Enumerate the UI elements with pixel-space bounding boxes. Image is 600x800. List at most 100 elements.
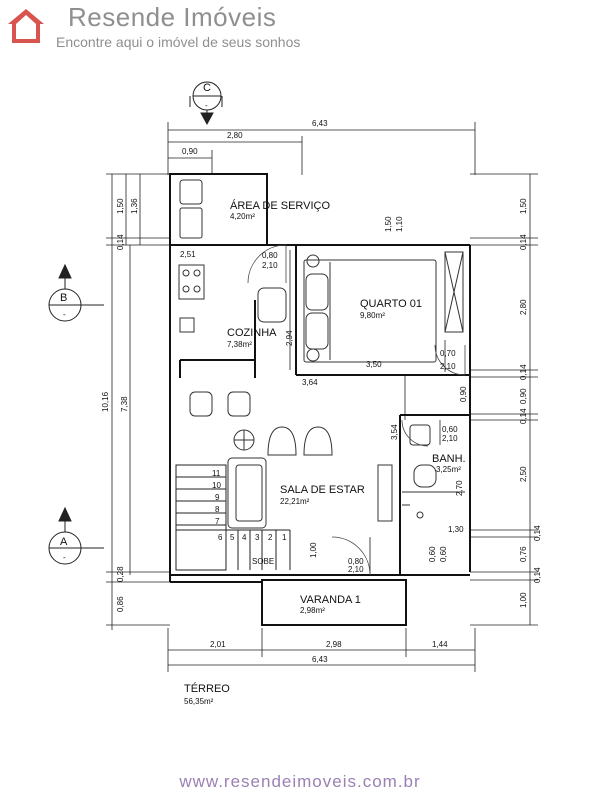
dim-wall-364: 3,64 [302, 378, 318, 387]
section-b-letter: B [60, 292, 67, 304]
stair-step-7: 7 [215, 517, 220, 526]
dim-left-014: 0,14 [116, 234, 125, 250]
dim-right-014d: 0,14 [533, 525, 542, 541]
dim-bottom-total: 6,43 [312, 655, 328, 664]
dim-left-150: 1,50 [116, 198, 125, 214]
dim-sala-100: 1,00 [309, 542, 318, 558]
stair-step-9: 9 [215, 493, 220, 502]
stair-step-8: 8 [215, 505, 220, 514]
dim-top-280: 2,80 [227, 131, 243, 140]
stair-step-5: 5 [230, 533, 235, 542]
stair-direction-label: SOBE [252, 557, 274, 566]
room-cozinha-area: 7,38m² [227, 340, 252, 349]
dim-door-210b: 2,10 [440, 362, 456, 371]
room-banheiro-area: 3,25m² [436, 465, 461, 474]
dim-bath-060a: 0,60 [428, 546, 437, 562]
dim-bottom-201: 2,01 [210, 640, 226, 649]
dim-right-280: 2,80 [519, 299, 528, 315]
dim-door-080: 0,80 [262, 251, 278, 260]
section-b-dash: - [63, 310, 66, 319]
bar-stool-icon [189, 391, 213, 417]
room-quarto-name: QUARTO 01 [360, 298, 422, 310]
dim-right-014a: 0,14 [519, 234, 528, 250]
room-sala-name: SALA DE ESTAR [280, 484, 365, 496]
dim-window-110: 1,10 [395, 216, 404, 232]
stove-icon [178, 264, 205, 300]
stair-step-4: 4 [242, 533, 247, 542]
floor-area: 56,35m² [184, 697, 214, 706]
website-url[interactable]: www.resendeimoveis.com.br [179, 772, 421, 791]
stair-step-11: 11 [212, 469, 221, 478]
dim-wall-294: 2,94 [285, 330, 294, 346]
tv-stand-icon [377, 464, 393, 522]
dim-door-210d: 2,10 [348, 565, 364, 574]
section-marker-a [48, 506, 104, 565]
dim-window-150: 1,50 [384, 216, 393, 232]
bathroom-sink-icon [409, 424, 431, 446]
house-logo-icon [8, 9, 44, 43]
room-cozinha-name: COZINHA [227, 327, 277, 339]
dim-wall-350: 3,50 [366, 360, 382, 369]
section-a-letter: A [60, 536, 68, 548]
room-varanda-name: VARANDA 1 [300, 594, 361, 606]
dim-right-150: 1,50 [519, 198, 528, 214]
room-servico-name: ÁREA DE SERVIÇO [230, 199, 330, 212]
dim-right-014e: 0,14 [533, 567, 542, 583]
section-marker-b [48, 263, 104, 322]
dimension-lines [106, 122, 538, 672]
dim-door-070: 0,70 [440, 349, 456, 358]
laundry-sink-icon [179, 179, 203, 205]
dim-right-014b: 0,14 [519, 364, 528, 380]
dim-wall-354: 3,54 [390, 424, 399, 440]
room-servico-area: 4,20m² [230, 212, 255, 221]
walls [169, 173, 471, 626]
door-swings [247, 244, 466, 576]
section-marker-c [189, 81, 223, 126]
furniture [178, 179, 465, 529]
dim-left-086: 0,86 [116, 596, 125, 612]
bed-icon [303, 259, 437, 363]
dim-wall-130: 1,30 [448, 525, 464, 534]
stair-step-1: 1 [282, 533, 287, 542]
stair-step-6: 6 [218, 533, 223, 542]
room-sala-area: 22,21m² [280, 497, 310, 506]
dim-top-090: 0,90 [182, 147, 198, 156]
dim-door-080b: 0,80 [348, 557, 364, 566]
staircase [175, 464, 291, 571]
dim-right-090: 0,90 [519, 388, 528, 404]
toilet-icon [413, 464, 437, 488]
room-varanda-area: 2,98m² [300, 606, 325, 615]
stair-step-10: 10 [212, 481, 221, 490]
section-c-dash: - [205, 101, 208, 110]
armchair-icon [267, 426, 297, 456]
dim-right-100: 1,00 [519, 592, 528, 608]
washing-machine-icon [179, 207, 203, 239]
dim-bottom-298: 2,98 [326, 640, 342, 649]
dim-left-028: 0,28 [116, 566, 125, 582]
dim-door-060: 0,60 [442, 425, 458, 434]
bar-stool-icon-2 [227, 391, 251, 417]
dim-kitchen-251: 2,51 [180, 250, 196, 259]
logo-tagline: Encontre aqui o imóvel de seus sonhos [56, 34, 301, 50]
dim-left-1016: 10,16 [101, 391, 110, 412]
logo-brand-name: Resende Imóveis [68, 2, 277, 32]
dim-bottom-144: 1,44 [432, 640, 448, 649]
dim-right-076: 0,76 [519, 546, 528, 562]
dim-right-250: 2,50 [519, 466, 528, 482]
kitchen-sink-icon [179, 317, 195, 333]
section-c-letter: C [203, 82, 211, 94]
kitchen-chair-icon [257, 287, 287, 323]
stair-step-2: 2 [268, 533, 273, 542]
dim-right-014c: 0,14 [519, 408, 528, 424]
dim-door-210c: 2,10 [442, 434, 458, 443]
dim-wall-270: 2,70 [455, 480, 464, 496]
armchair-icon-2 [303, 426, 333, 456]
wardrobe-icon [444, 251, 464, 333]
dim-left-136: 1,36 [130, 198, 139, 214]
sofa-icon [227, 457, 267, 529]
stair-step-3: 3 [255, 533, 260, 542]
dim-wall-090: 0,90 [459, 386, 468, 402]
dim-door-210: 2,10 [262, 261, 278, 270]
dim-top-total: 6,43 [312, 119, 328, 128]
